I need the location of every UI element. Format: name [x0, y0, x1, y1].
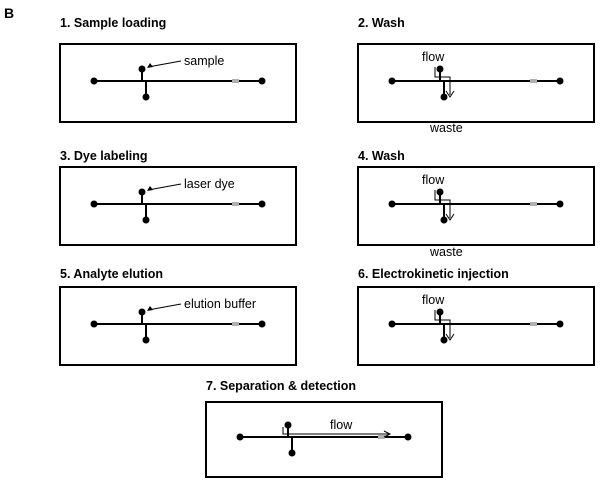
panel-1-annotation: sample	[184, 54, 224, 68]
panel-5-annotation: elution buffer	[184, 297, 256, 311]
panel-5-annotation-arrowhead	[147, 306, 153, 311]
panel-6-chip-frame	[357, 286, 595, 366]
panel-2-flow-path	[434, 67, 451, 95]
panel-2-sample-waste-reservoir	[440, 93, 448, 101]
panel-4-detection-window	[530, 202, 537, 206]
panel-6-detection-window	[530, 322, 537, 326]
panel-7-buffer-reservoir	[236, 433, 244, 441]
figure-letter: B	[4, 5, 14, 21]
panel-3-title: 3. Dye labeling	[60, 149, 148, 163]
panel-4-flow-path	[434, 190, 451, 218]
panel-7-sample-reservoir	[284, 421, 292, 429]
panel-2-buffer-reservoir	[388, 77, 396, 85]
panel-1-chip-frame	[59, 43, 297, 123]
panel-6-buffer-reservoir	[388, 320, 396, 328]
panel-7-detection-window	[378, 435, 385, 439]
panel-7-buffer-waste-reservoir	[404, 433, 412, 441]
panel-7-flow-label: flow	[330, 418, 353, 432]
panel-6-flow-label: flow	[422, 293, 445, 307]
panel-6-title: 6. Electrokinetic injection	[358, 267, 509, 281]
panel-2-chip-frame	[357, 43, 595, 123]
panel-5-annotation-arrow	[147, 303, 182, 311]
panel-6-flow-arrowhead	[445, 333, 455, 341]
panel-2-sample-reservoir	[436, 65, 444, 73]
panel-1-buffer-waste-reservoir	[258, 77, 266, 85]
panel-2-waste-label: waste	[429, 121, 463, 135]
panel-2-buffer-waste-reservoir	[556, 77, 564, 85]
panel-2-flow-arrowhead	[445, 90, 455, 98]
panel-7-chip-frame	[205, 401, 443, 478]
panel-3-detection-window	[232, 202, 239, 206]
panel-3-sample-reservoir	[138, 188, 146, 196]
panel-4-buffer-waste-reservoir	[556, 200, 564, 208]
panel-3-annotation-arrow	[147, 183, 182, 191]
panel-1-buffer-reservoir	[90, 77, 98, 85]
panel-1-title: 1. Sample loading	[60, 16, 166, 30]
panel-4-chip-frame	[357, 166, 595, 246]
panel-5-title: 5. Analyte elution	[60, 267, 163, 281]
panel-4-title: 4. Wash	[358, 149, 405, 163]
panel-3-sample-waste-reservoir	[142, 216, 150, 224]
panel-6-sample-reservoir	[436, 308, 444, 316]
panel-7-flow-path	[282, 427, 390, 435]
panel-3-annotation-arrowhead	[147, 186, 153, 191]
panel-4-sample-reservoir	[436, 188, 444, 196]
panel-6-flow-path	[434, 310, 451, 338]
panel-7-flow-arrowhead	[383, 430, 392, 438]
panel-1-detection-window	[232, 79, 239, 83]
panel-4-flow-label: flow	[422, 173, 445, 187]
panel-7-sample-waste-reservoir	[288, 449, 296, 457]
panel-5-buffer-waste-reservoir	[258, 320, 266, 328]
panel-3-chip-frame	[59, 166, 297, 246]
panel-4-sample-waste-reservoir	[440, 216, 448, 224]
panel-1-sample-waste-reservoir	[142, 93, 150, 101]
panel-5-chip-frame	[59, 286, 297, 366]
panel-3-buffer-waste-reservoir	[258, 200, 266, 208]
panel-6-sample-waste-reservoir	[440, 336, 448, 344]
panel-4-flow-arrowhead	[445, 213, 455, 221]
panel-6-buffer-waste-reservoir	[556, 320, 564, 328]
panel-7-title: 7. Separation & detection	[206, 379, 356, 393]
panel-2-title: 2. Wash	[358, 16, 405, 30]
panel-1-annotation-arrowhead	[147, 63, 153, 68]
panel-5-detection-window	[232, 322, 239, 326]
panel-5-sample-reservoir	[138, 308, 146, 316]
panel-1-annotation-arrow	[147, 60, 182, 68]
panel-3-annotation: laser dye	[184, 177, 235, 191]
panel-5-sample-waste-reservoir	[142, 336, 150, 344]
panel-1-sample-reservoir	[138, 65, 146, 73]
panel-4-buffer-reservoir	[388, 200, 396, 208]
panel-2-flow-label: flow	[422, 50, 445, 64]
panel-4-waste-label: waste	[429, 245, 463, 259]
panel-2-detection-window	[530, 79, 537, 83]
panel-3-buffer-reservoir	[90, 200, 98, 208]
panel-5-buffer-reservoir	[90, 320, 98, 328]
